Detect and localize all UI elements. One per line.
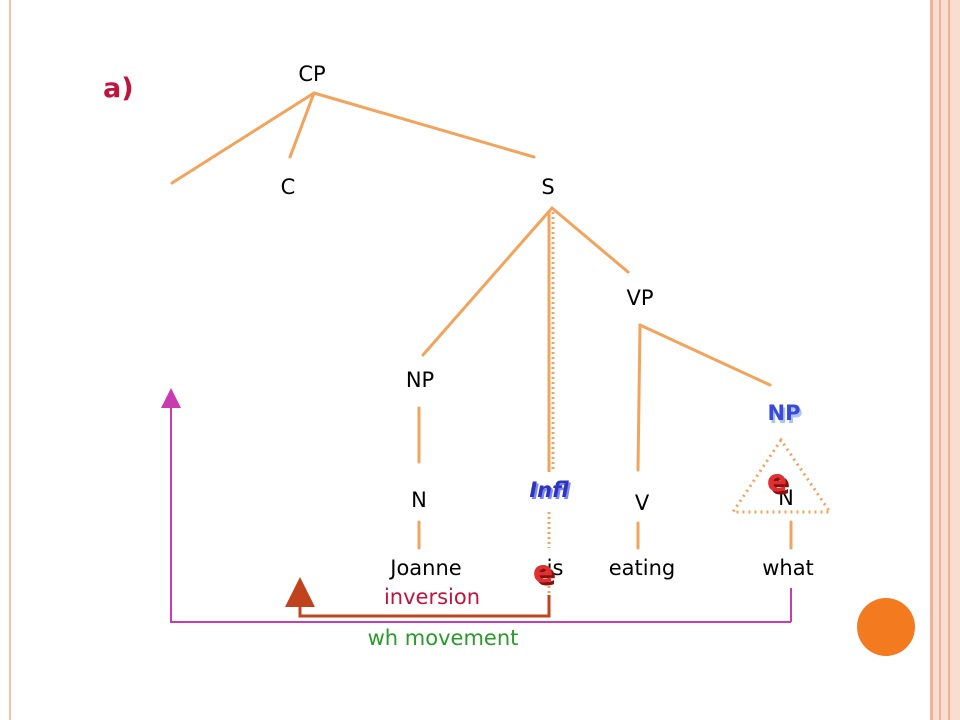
node-n-subject: N bbox=[411, 488, 427, 512]
np-object-triangle bbox=[730, 437, 833, 514]
branch-cp-spec bbox=[170, 91, 316, 185]
branch-s-np bbox=[421, 206, 554, 357]
trace-object: e bbox=[767, 464, 787, 499]
node-np-subject: NP bbox=[406, 368, 434, 392]
branch-cp-c bbox=[288, 91, 316, 159]
inversion-arrow bbox=[285, 577, 551, 618]
node-np-object: NP bbox=[768, 401, 801, 425]
accent-circle bbox=[857, 598, 915, 656]
node-infl: Infl bbox=[529, 478, 569, 502]
word-joanne: Joanne bbox=[388, 556, 461, 580]
branch-cp-s bbox=[312, 91, 536, 159]
inversion-label: inversion bbox=[384, 585, 480, 609]
branch-vp-np bbox=[638, 323, 772, 387]
node-vp: VP bbox=[626, 286, 653, 310]
trace-object-shadow: e bbox=[770, 467, 790, 502]
slide-label: a) bbox=[103, 73, 134, 104]
node-np-object-shadow: NP bbox=[770, 404, 803, 428]
right-border-line bbox=[939, 0, 941, 720]
left-border-line bbox=[9, 0, 11, 720]
node-s: S bbox=[541, 175, 554, 199]
word-what: what bbox=[762, 556, 814, 580]
node-c: C bbox=[281, 175, 296, 199]
right-border-band bbox=[932, 0, 960, 720]
branch-vp-v bbox=[636, 323, 642, 472]
trace-infl: e bbox=[533, 555, 553, 590]
node-v: V bbox=[635, 491, 650, 515]
word-is: is bbox=[547, 556, 564, 580]
right-border-line bbox=[930, 0, 933, 720]
wh-movement-label: wh movement bbox=[368, 626, 519, 650]
wh-movement-arrow bbox=[161, 388, 791, 623]
branch-s-vp bbox=[550, 206, 630, 274]
node-infl-shadow: Infl bbox=[531, 480, 571, 504]
word-eating: eating bbox=[609, 556, 676, 580]
node-cp: CP bbox=[298, 62, 325, 86]
right-border-line bbox=[948, 0, 950, 720]
trace-infl-shadow: e bbox=[536, 558, 556, 593]
node-n-object: N bbox=[778, 486, 794, 510]
